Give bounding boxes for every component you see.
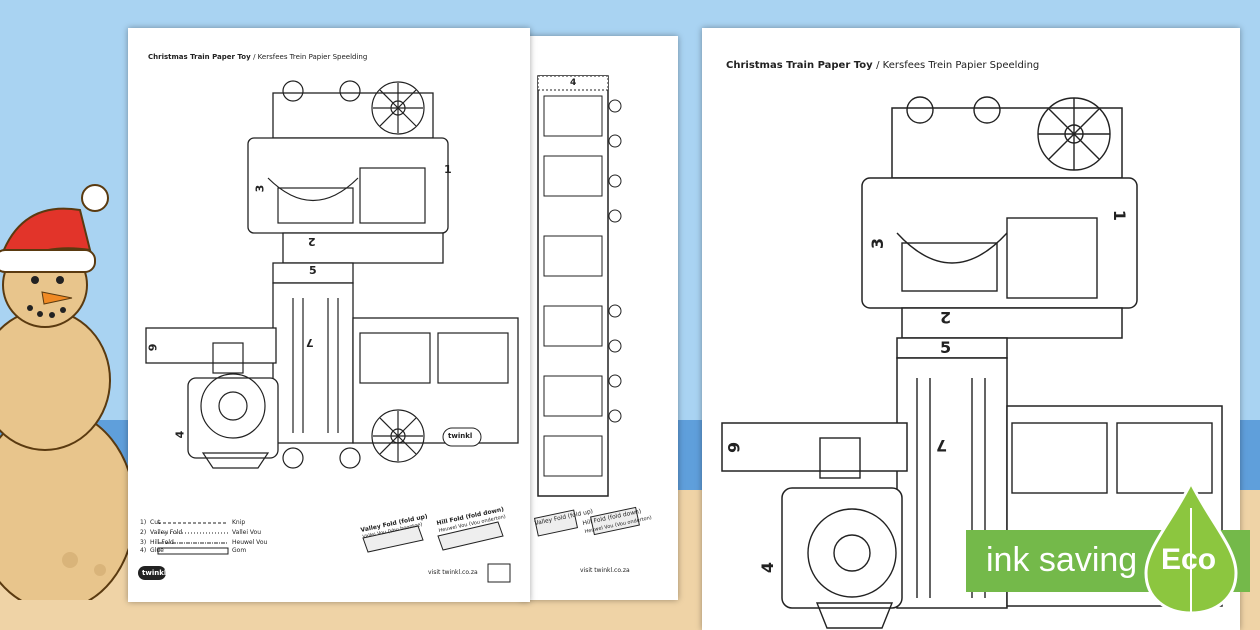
legend-item-glue-en: Glue <box>150 547 164 554</box>
legend-item-glue-af: Gom <box>232 547 247 554</box>
legend-item-valley-en: Valley Fold <box>150 529 183 536</box>
title-en: Christmas Train Paper Toy <box>148 53 251 61</box>
piece-number-6: 6 <box>145 343 159 352</box>
ink-saving-label: ink saving <box>986 541 1138 579</box>
piece-number-2: 2 <box>308 235 316 248</box>
twinkl-logo: twinkl <box>142 569 167 577</box>
piece-number-3: 3 <box>253 184 267 193</box>
footer-url: visit twinkl.co.za <box>428 569 478 576</box>
back-footer-url: visit twinkl.co.za <box>580 567 630 574</box>
preview-piece-number-6: 6 <box>724 441 744 454</box>
eco-label: Eco <box>1161 543 1217 576</box>
preview-piece-number-3: 3 <box>868 237 888 250</box>
preview-piece-number-1: 1 <box>1110 209 1130 222</box>
piece-number-5: 5 <box>309 264 317 277</box>
legend-item-hill-num: 3) <box>140 539 147 546</box>
preview-title: Christmas Train Paper Toy / Kersfees Tre… <box>726 60 1039 71</box>
legend-item-glue-num: 4) <box>140 547 147 554</box>
train-carriage-strip <box>533 75 640 537</box>
back-piece-number: 4 <box>570 78 577 88</box>
title-af: / Kersfees Trein Papier Speelding <box>253 53 368 61</box>
legend-item-valley-num: 2) <box>140 529 147 536</box>
page-title: Christmas Train Paper Toy / Kersfees Tre… <box>148 53 367 61</box>
worksheet-page-front: Christmas Train Paper Toy / Kersfees Tre… <box>128 28 530 602</box>
preview-title-af: / Kersfees Trein Papier Speelding <box>876 60 1040 71</box>
piece-number-4: 4 <box>173 430 187 439</box>
preview-piece-number-2: 2 <box>940 308 952 327</box>
legend-item-hill-af: Heuwel Vou <box>232 539 268 546</box>
legend-item-cut-num: 1) <box>140 519 147 526</box>
legend-item-cut-en: Cut <box>150 519 161 526</box>
eco-drop-icon <box>1144 479 1238 615</box>
piece-number-7: 7 <box>306 336 314 349</box>
preview-piece-number-4: 4 <box>758 561 778 574</box>
worksheet-page-back: 4 Valley Fold (fold up) Hill Fold (fold … <box>520 36 678 600</box>
twinkl-stamp: twinkl <box>448 432 473 440</box>
preview-piece-number-7: 7 <box>936 436 948 455</box>
legend-item-hill-en: Hill Fold <box>150 539 174 546</box>
piece-number-1: 1 <box>444 163 452 176</box>
preview-piece-number-5: 5 <box>940 338 952 357</box>
train-template <box>138 80 519 583</box>
legend-item-cut-af: Knip <box>232 519 246 526</box>
legend-item-valley-af: Vallei Vou <box>232 529 262 536</box>
snowman-illustration <box>0 184 130 600</box>
preview-title-en: Christmas Train Paper Toy <box>726 60 873 71</box>
